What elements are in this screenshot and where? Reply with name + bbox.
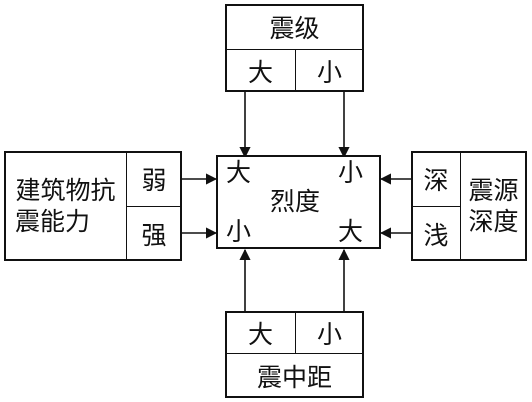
distance-large-label: 大 [247,319,273,349]
distance-large-cell: 大 [225,311,296,354]
distance-box: 大 小 震中距 [225,311,364,398]
intensity-top-left: 大 [226,158,252,187]
magnitude-large-cell: 大 [225,49,296,92]
depth-deep-cell: 深 [411,151,461,207]
magnitude-title-cell: 震级 [225,4,364,50]
depth-shallow-cell: 浅 [411,206,461,261]
intensity-top-right: 小 [338,158,364,187]
intensity-box: 大 小 烈度 小 大 [216,155,381,249]
resistance-weak-cell: 弱 [126,151,182,207]
distance-title: 震中距 [256,362,332,392]
intensity-label: 烈度 [270,187,321,216]
magnitude-large-label: 大 [247,57,273,87]
resistance-box: 建筑物抗 震能力 弱 强 [4,151,182,261]
distance-small-label: 小 [316,319,342,349]
depth-title-cell: 震源 深度 [460,151,527,261]
depth-box: 深 浅 震源 深度 [411,151,527,261]
depth-deep-label: 深 [423,166,449,195]
distance-small-cell: 小 [295,311,364,354]
resistance-weak-label: 弱 [141,166,167,195]
resistance-title-line2: 震能力 [15,207,91,236]
distance-title-cell: 震中距 [225,353,364,398]
resistance-strong-label: 强 [141,220,167,250]
resistance-strong-cell: 强 [126,206,182,261]
magnitude-small-cell: 小 [295,49,364,92]
magnitude-box: 震级 大 小 [225,4,364,92]
depth-title-line2: 深度 [468,207,519,236]
magnitude-small-label: 小 [316,57,342,87]
intensity-bottom-left: 小 [226,217,252,246]
depth-title-line1: 震源 [468,176,519,205]
resistance-title-cell: 建筑物抗 震能力 [4,151,127,261]
depth-shallow-label: 浅 [423,220,449,250]
intensity-bottom-right: 大 [338,217,364,246]
magnitude-title: 震级 [269,14,320,43]
resistance-title-line1: 建筑物抗 [15,176,116,205]
